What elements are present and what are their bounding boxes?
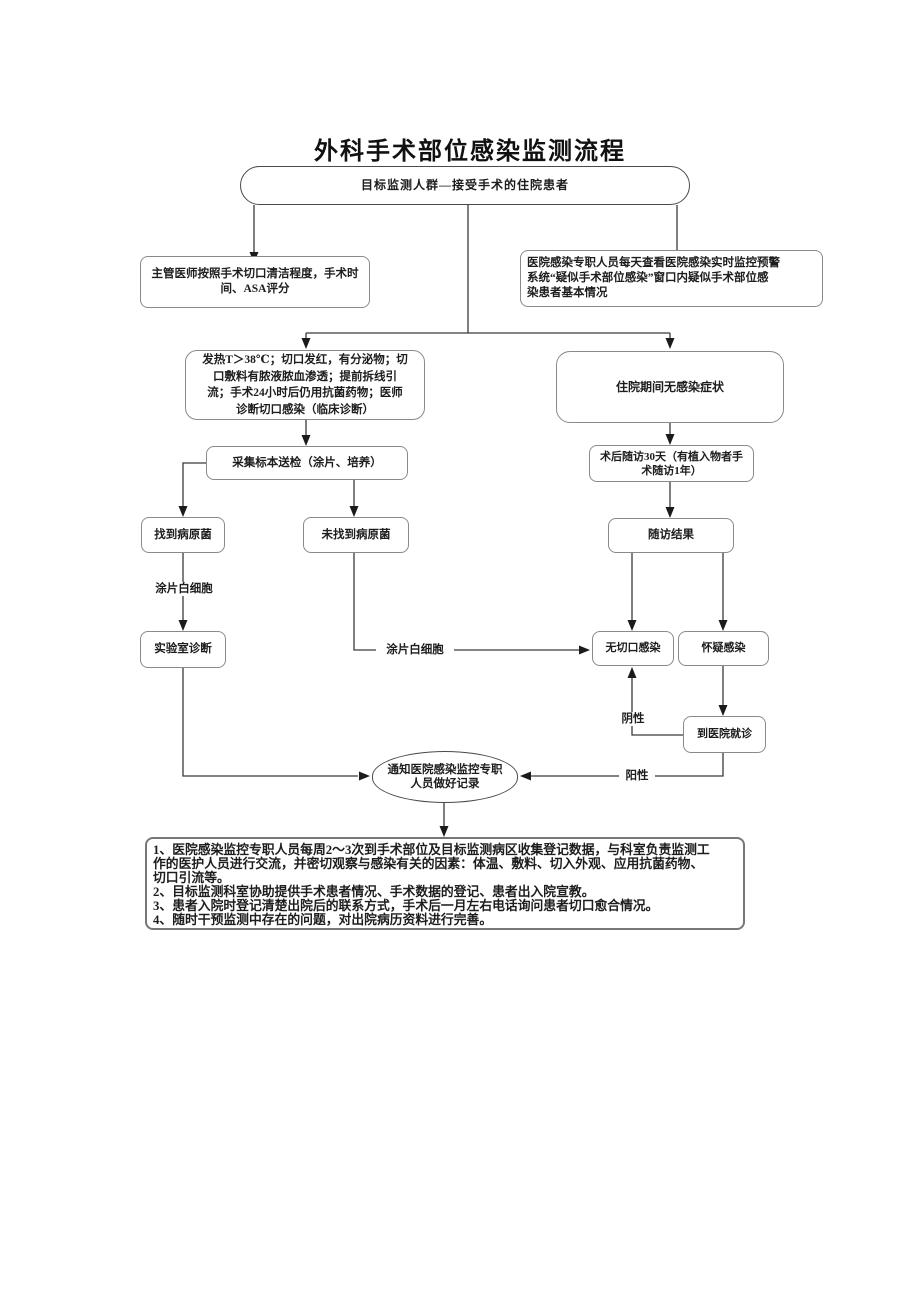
flow-node-followup-30d: 术后随访30天（有植入物者手术随访1年） — [589, 445, 754, 482]
notes-item-2: 2、目标监测科室协助提供手术患者情况、手术数据的登记、患者出入院宣教。 — [153, 885, 595, 899]
flow-node-lab-diagnosis-label: 实验室诊断 — [154, 643, 212, 655]
flow-node-clinical-signs: 发热T＞38℃；切口发红，有分泌物；切 口敷料有脓液脓血渗透；提前拆线引 流；手… — [185, 350, 425, 420]
flow-node-hospital-visit-label: 到医院就诊 — [697, 728, 752, 740]
flow-node-monitor-system: 医院感染专职人员每天查看医院感染实时监控预警 系统“疑似手术部位感染”窗口内疑似… — [520, 250, 823, 307]
flow-node-surgeon-assessment: 主管医师按照手术切口清洁程度，手术时间、ASA评分 — [140, 256, 370, 308]
flow-node-clinical-signs-line1: 发热T＞38℃；切口发红，有分泌物；切 — [202, 354, 408, 366]
flow-node-pathogen-found-label: 找到病原菌 — [154, 528, 212, 541]
edge-label-smear-wbc-left: 涂片白细胞 — [145, 582, 223, 596]
notes-item-3: 3、患者入院时登记清楚出院后的联系方式，手术后一月左右电话询问患者切口愈合情况。 — [153, 899, 659, 913]
notes-item-1: 1、医院感染监控专职人员每周2～3次到手术部位及目标监测病区收集登记数据，与科室… — [153, 843, 710, 885]
flow-node-no-incision-infection-label: 无切口感染 — [605, 642, 661, 654]
flow-node-monitor-system-line2: 系统“疑似手术部位感染”窗口内疑似手术部位感 — [527, 272, 769, 284]
flow-node-suspected-infection: 怀疑感染 — [678, 631, 769, 666]
flow-node-clinical-signs-line2: 口敷料有脓液脓血渗透；提前拆线引 — [213, 370, 397, 383]
flow-node-notify-record-label: 通知医院感染监控专职人员做好记录 — [387, 763, 503, 791]
edge-label-positive: 阳性 — [619, 769, 655, 783]
flow-node-clinical-signs-line4: 诊断切口感染（临床诊断） — [236, 403, 374, 416]
flow-node-monitor-system-line3: 染患者基本情况 — [527, 287, 608, 299]
flow-node-lab-diagnosis: 实验室诊断 — [140, 631, 226, 668]
flow-node-pathogen-not-found: 未找到病原菌 — [303, 517, 409, 553]
page-title: 外科手术部位感染监测流程 — [314, 139, 626, 165]
edge-label-smear-wbc-mid: 涂片白细胞 — [376, 643, 454, 657]
notes-item-4: 4、随时干预监测中存在的问题，对出院病历资料进行完善。 — [153, 913, 493, 927]
flow-node-clinical-signs-line3: 流；手术24小时后仍用抗菌药物；医师 — [207, 387, 403, 399]
flow-node-no-symptom: 住院期间无感染症状 — [556, 351, 784, 423]
flow-node-notify-record: 通知医院感染监控专职人员做好记录 — [372, 751, 518, 803]
flow-node-start: 目标监测人群—接受手术的住院患者 — [240, 166, 690, 205]
flow-node-collect-specimen-label: 采集标本送检（涂片、培养） — [232, 456, 382, 469]
edge-label-negative: 阴性 — [615, 712, 651, 726]
flow-node-followup-30d-label: 术后随访30天（有植入物者手术随访1年） — [600, 450, 743, 477]
flow-node-surgeon-assessment-label: 主管医师按照手术切口清洁程度，手术时间、ASA评分 — [151, 268, 359, 295]
flow-node-pathogen-not-found-label: 未找到病原菌 — [321, 528, 391, 541]
flow-node-followup-result-label: 随访结果 — [648, 529, 694, 541]
flow-node-no-incision-infection: 无切口感染 — [592, 631, 674, 666]
flow-node-notes: 1、医院感染监控专职人员每周2～3次到手术部位及目标监测病区收集登记数据，与科室… — [145, 837, 745, 930]
flow-node-pathogen-found: 找到病原菌 — [141, 517, 225, 553]
flow-node-collect-specimen: 采集标本送检（涂片、培养） — [206, 446, 408, 480]
flow-node-monitor-system-line1: 医院感染专职人员每天查看医院感染实时监控预警 — [527, 257, 780, 269]
flow-node-hospital-visit: 到医院就诊 — [683, 716, 766, 753]
flow-node-suspected-infection-label: 怀疑感染 — [701, 642, 746, 654]
flow-node-followup-result: 随访结果 — [608, 518, 734, 553]
flow-node-start-label: 目标监测人群—接受手术的住院患者 — [360, 178, 569, 192]
flow-node-no-symptom-label: 住院期间无感染症状 — [615, 379, 724, 394]
